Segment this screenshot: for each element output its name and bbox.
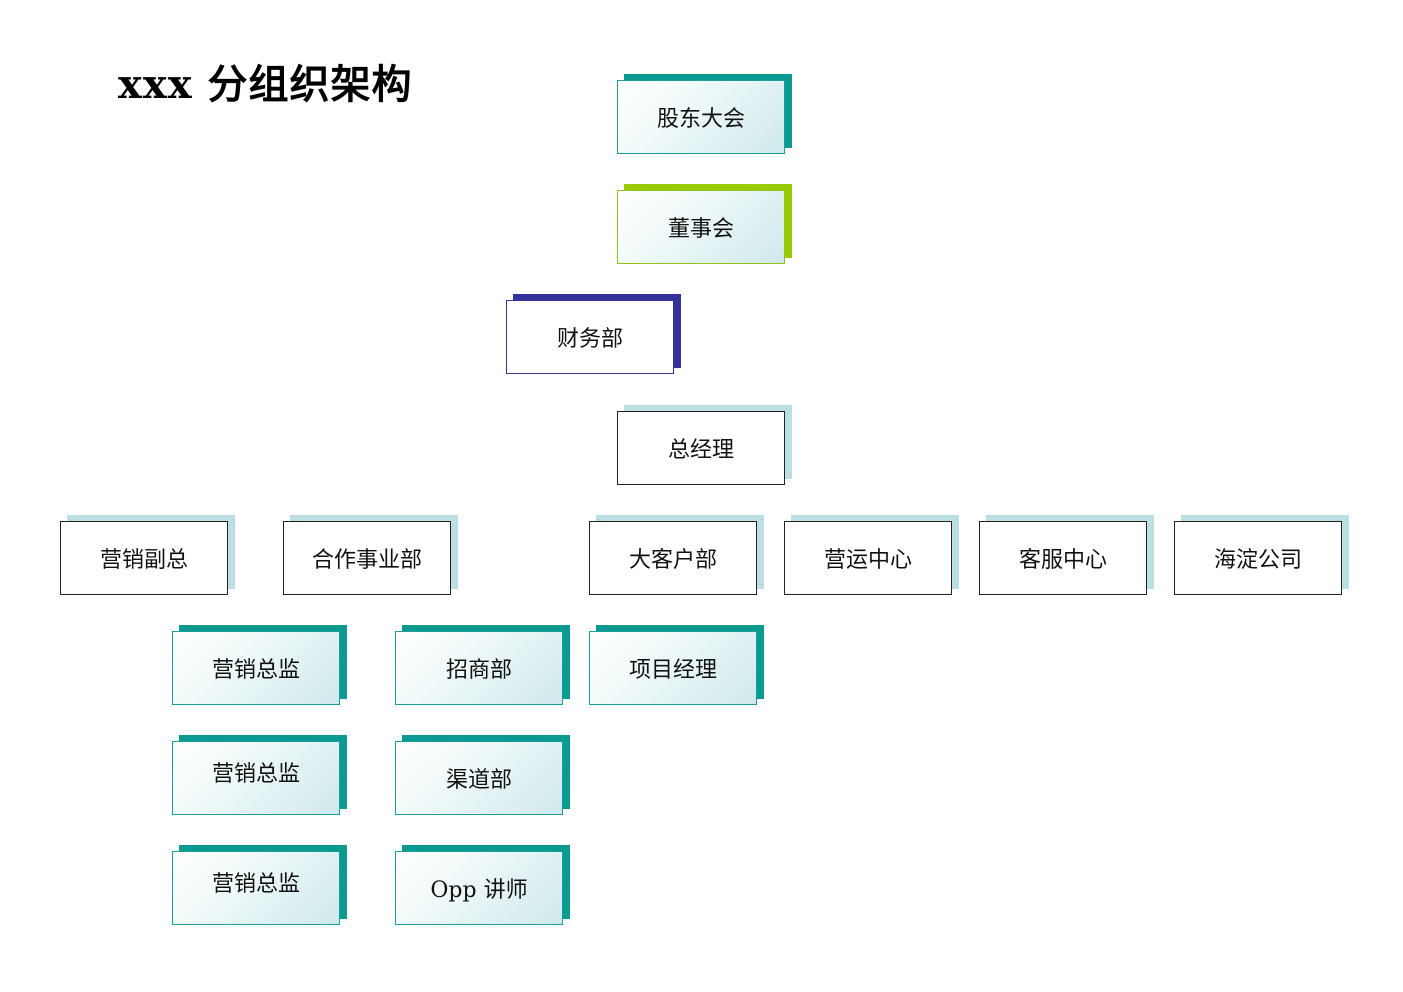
node-label: 招商部	[395, 631, 563, 705]
node-marketing-director-3[interactable]: 营销总监	[172, 845, 347, 925]
node-customer-service[interactable]: 客服中心	[979, 515, 1154, 595]
node-marketing-director-2[interactable]: 营销总监	[172, 735, 347, 815]
node-operations-center[interactable]: 营运中心	[784, 515, 959, 595]
node-opp-lecturer[interactable]: Opp 讲师	[395, 845, 570, 925]
node-general-manager[interactable]: 总经理	[617, 405, 792, 485]
node-haidian-company[interactable]: 海淀公司	[1174, 515, 1349, 595]
node-label: 营销总监	[172, 631, 340, 705]
page-title: xxx 分组织架构	[118, 61, 413, 108]
node-label: 海淀公司	[1174, 521, 1342, 595]
node-channel-dept[interactable]: 渠道部	[395, 735, 570, 815]
node-label: 股东大会	[617, 80, 785, 154]
node-finance[interactable]: 财务部	[506, 294, 681, 374]
node-label: 营销总监	[172, 741, 340, 815]
node-cooperation-division[interactable]: 合作事业部	[283, 515, 458, 595]
node-label: 项目经理	[589, 631, 757, 705]
node-label: 营销副总	[60, 521, 228, 595]
node-shareholders[interactable]: 股东大会	[617, 74, 792, 154]
node-board[interactable]: 董事会	[617, 184, 792, 264]
node-label: 大客户部	[589, 521, 757, 595]
node-project-manager[interactable]: 项目经理	[589, 625, 764, 705]
node-label: 财务部	[506, 300, 674, 374]
node-label: 营运中心	[784, 521, 952, 595]
node-label: 合作事业部	[283, 521, 451, 595]
node-vp-marketing[interactable]: 营销副总	[60, 515, 235, 595]
node-label: 董事会	[617, 190, 785, 264]
node-label: 客服中心	[979, 521, 1147, 595]
node-label: 营销总监	[172, 851, 340, 925]
node-label: 总经理	[617, 411, 785, 485]
node-label: 渠道部	[395, 741, 563, 815]
node-key-accounts[interactable]: 大客户部	[589, 515, 764, 595]
node-investment-dept[interactable]: 招商部	[395, 625, 570, 705]
node-label: Opp 讲师	[395, 851, 563, 925]
node-marketing-director-1[interactable]: 营销总监	[172, 625, 347, 705]
